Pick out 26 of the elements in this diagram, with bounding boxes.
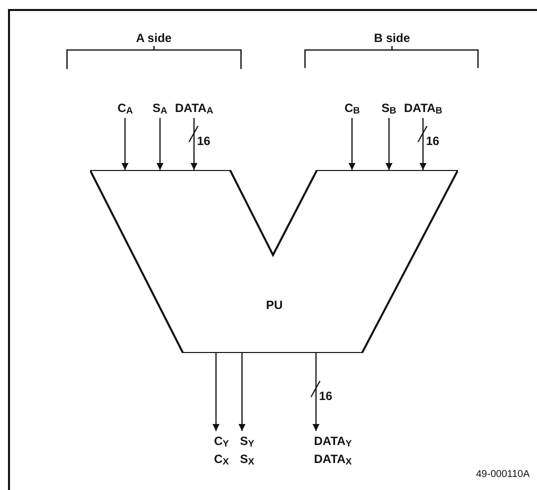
arrow: [156, 118, 164, 170]
bus-width-label: 16: [426, 133, 440, 150]
arrow: [212, 353, 220, 431]
processing-unit-shape: [90, 170, 458, 353]
arrow: [420, 118, 426, 170]
signal-label: DATA$_{B}$: [404, 99, 442, 117]
arrow: [348, 118, 356, 170]
signal-label: DATA$_{A}$: [175, 99, 214, 117]
signal-label: S$_{B}$: [382, 99, 396, 117]
signal-label: S$_{Y}$ S$_{X}$: [240, 432, 254, 468]
signal-label: C$_{Y}$ C$_{X}$: [214, 432, 229, 468]
signal-label: C$_{A}$: [118, 99, 133, 117]
arrow: [386, 118, 392, 170]
signal-label: DATA$_{Y}$ DATA$_{X}$: [314, 432, 352, 468]
signal-label: C$_{B}$: [344, 99, 360, 117]
unit-label: PU: [266, 297, 283, 314]
arrow: [238, 353, 246, 431]
group-label: B side: [374, 30, 410, 47]
group-label: A side: [136, 30, 172, 47]
figure-number: 49-000110A: [476, 468, 530, 482]
arrow: [122, 118, 128, 170]
arrow: [190, 118, 198, 170]
bus-width-label: 16: [197, 133, 210, 150]
signal-label: S$_{A}$: [152, 99, 168, 117]
bus-width-label: 16: [319, 388, 332, 405]
arrow: [312, 353, 320, 431]
